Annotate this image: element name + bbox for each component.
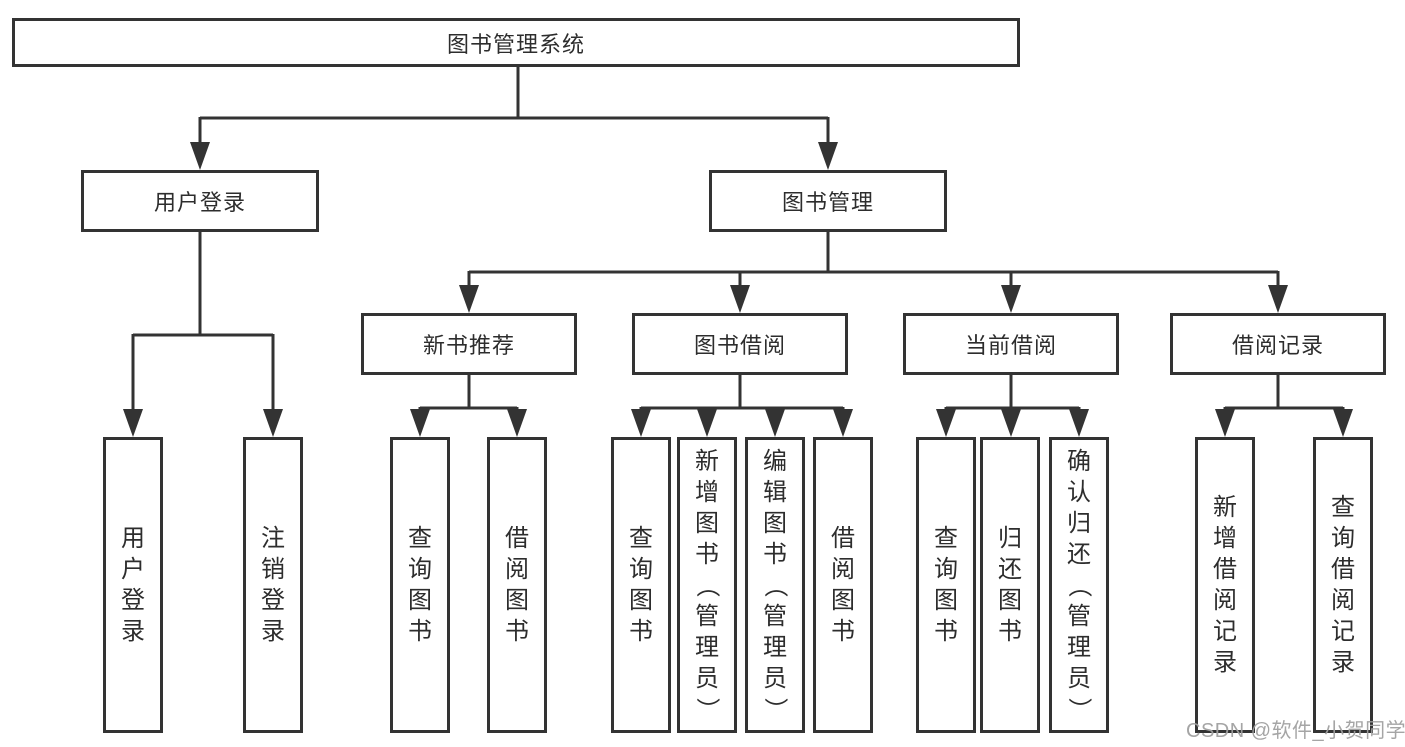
node-user-login-label: 用户登录: [153, 190, 246, 215]
node-br-add-record: 新增借阅记录: [1195, 437, 1255, 733]
node-borrowing-records-label: 借阅记录: [1231, 333, 1324, 358]
node-book-management: 图书管理: [709, 170, 947, 232]
node-br-query-record: 查询借阅记录: [1313, 437, 1373, 733]
connector-user-login-branch: [131, 232, 275, 412]
node-book-borrowing: 图书借阅: [632, 313, 848, 375]
node-nbr-query-books: 查询图书: [390, 437, 450, 733]
node-bb-query-books: 查询图书: [611, 437, 671, 733]
node-current-borrowing-label: 当前借阅: [964, 333, 1057, 358]
node-cb-confirm-return-admin-label: 确认归还（管理员）: [1065, 447, 1093, 722]
node-bb-query-books-label: 查询图书: [629, 525, 653, 645]
node-br-query-record-label: 查询借阅记录: [1331, 494, 1355, 676]
node-bb-edit-books-admin: 编辑图书（管理员）: [745, 437, 805, 733]
node-bb-add-books-admin-label: 新增图书（管理员）: [693, 447, 721, 722]
csdn-watermark: CSDN @软件_小贺同学: [1186, 720, 1405, 742]
node-new-book-recommend: 新书推荐: [361, 313, 577, 375]
node-user-login-action-label: 用户登录: [121, 525, 145, 645]
node-book-borrowing-label: 图书借阅: [693, 333, 786, 358]
connector-book-borrowing-branch: [639, 375, 845, 412]
node-br-add-record-label: 新增借阅记录: [1213, 494, 1237, 676]
connector-borrowing-records-branch: [1223, 375, 1345, 412]
node-bb-add-books-admin: 新增图书（管理员）: [677, 437, 737, 733]
connector-book-mgmt-branch: [467, 232, 1280, 288]
node-book-management-label: 图书管理: [781, 190, 874, 215]
node-cb-return-books-label: 归还图书: [998, 525, 1022, 645]
node-user-login-action: 用户登录: [103, 437, 163, 733]
node-current-borrowing: 当前借阅: [903, 313, 1119, 375]
node-nbr-borrow-books-label: 借阅图书: [505, 525, 529, 645]
node-bb-borrow-books-label: 借阅图书: [831, 525, 855, 645]
node-bb-borrow-books: 借阅图书: [813, 437, 873, 733]
node-root-label: 图书管理系统: [446, 31, 585, 57]
node-root: 图书管理系统: [12, 18, 1020, 67]
node-borrowing-records: 借阅记录: [1170, 313, 1386, 375]
node-logout-label: 注销登录: [261, 525, 285, 645]
node-nbr-borrow-books: 借阅图书: [487, 437, 547, 733]
node-nbr-query-books-label: 查询图书: [408, 525, 432, 645]
node-bb-edit-books-admin-label: 编辑图书（管理员）: [761, 447, 789, 722]
connector-root-branch: [198, 67, 830, 146]
node-cb-confirm-return-admin: 确认归还（管理员）: [1049, 437, 1109, 733]
node-cb-query-books: 查询图书: [916, 437, 976, 733]
connector-new-book-branch: [418, 375, 519, 412]
node-new-book-recommend-label: 新书推荐: [422, 333, 515, 358]
node-cb-return-books: 归还图书: [980, 437, 1040, 733]
node-logout: 注销登录: [243, 437, 303, 733]
node-user-login: 用户登录: [81, 170, 319, 232]
connector-current-borrowing-branch: [944, 375, 1081, 412]
node-cb-query-books-label: 查询图书: [934, 525, 958, 645]
